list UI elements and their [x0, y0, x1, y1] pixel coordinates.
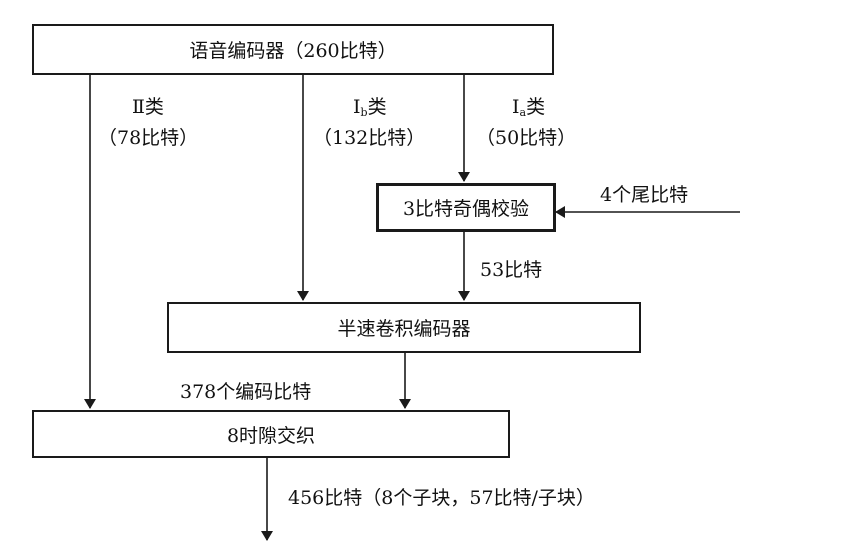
parity-check-label: 3比特奇偶校验 [402, 198, 530, 220]
interleave-box: 8时隙交织 [32, 410, 510, 458]
class1a-label: Ia类 [512, 96, 546, 119]
class2-bits: （78比特） [98, 127, 199, 149]
speech-encoder-box: 语音编码器（260比特） [32, 24, 554, 75]
class1a-bits: （50比特） [476, 127, 577, 149]
class1b-label: Ib类 [353, 96, 387, 119]
output-bits-label: 456比特（8个子块，57比特/子块） [288, 487, 595, 509]
bits-53-label: 53比特 [480, 259, 543, 281]
parity-check-box: 3比特奇偶校验 [376, 183, 556, 232]
speech-encoder-label: 语音编码器（260比特） [189, 40, 397, 62]
interleave-label: 8时隙交织 [226, 424, 316, 447]
class2-label: Ⅱ类 [132, 96, 164, 118]
coded-bits-label: 378个编码比特 [180, 381, 312, 403]
tail-bits-label: 4个尾比特 [600, 184, 689, 206]
conv-encoder-box: 半速卷积编码器 [167, 302, 641, 353]
conv-encoder-label: 半速卷积编码器 [337, 318, 471, 340]
class1b-bits: （132比特） [313, 127, 426, 149]
